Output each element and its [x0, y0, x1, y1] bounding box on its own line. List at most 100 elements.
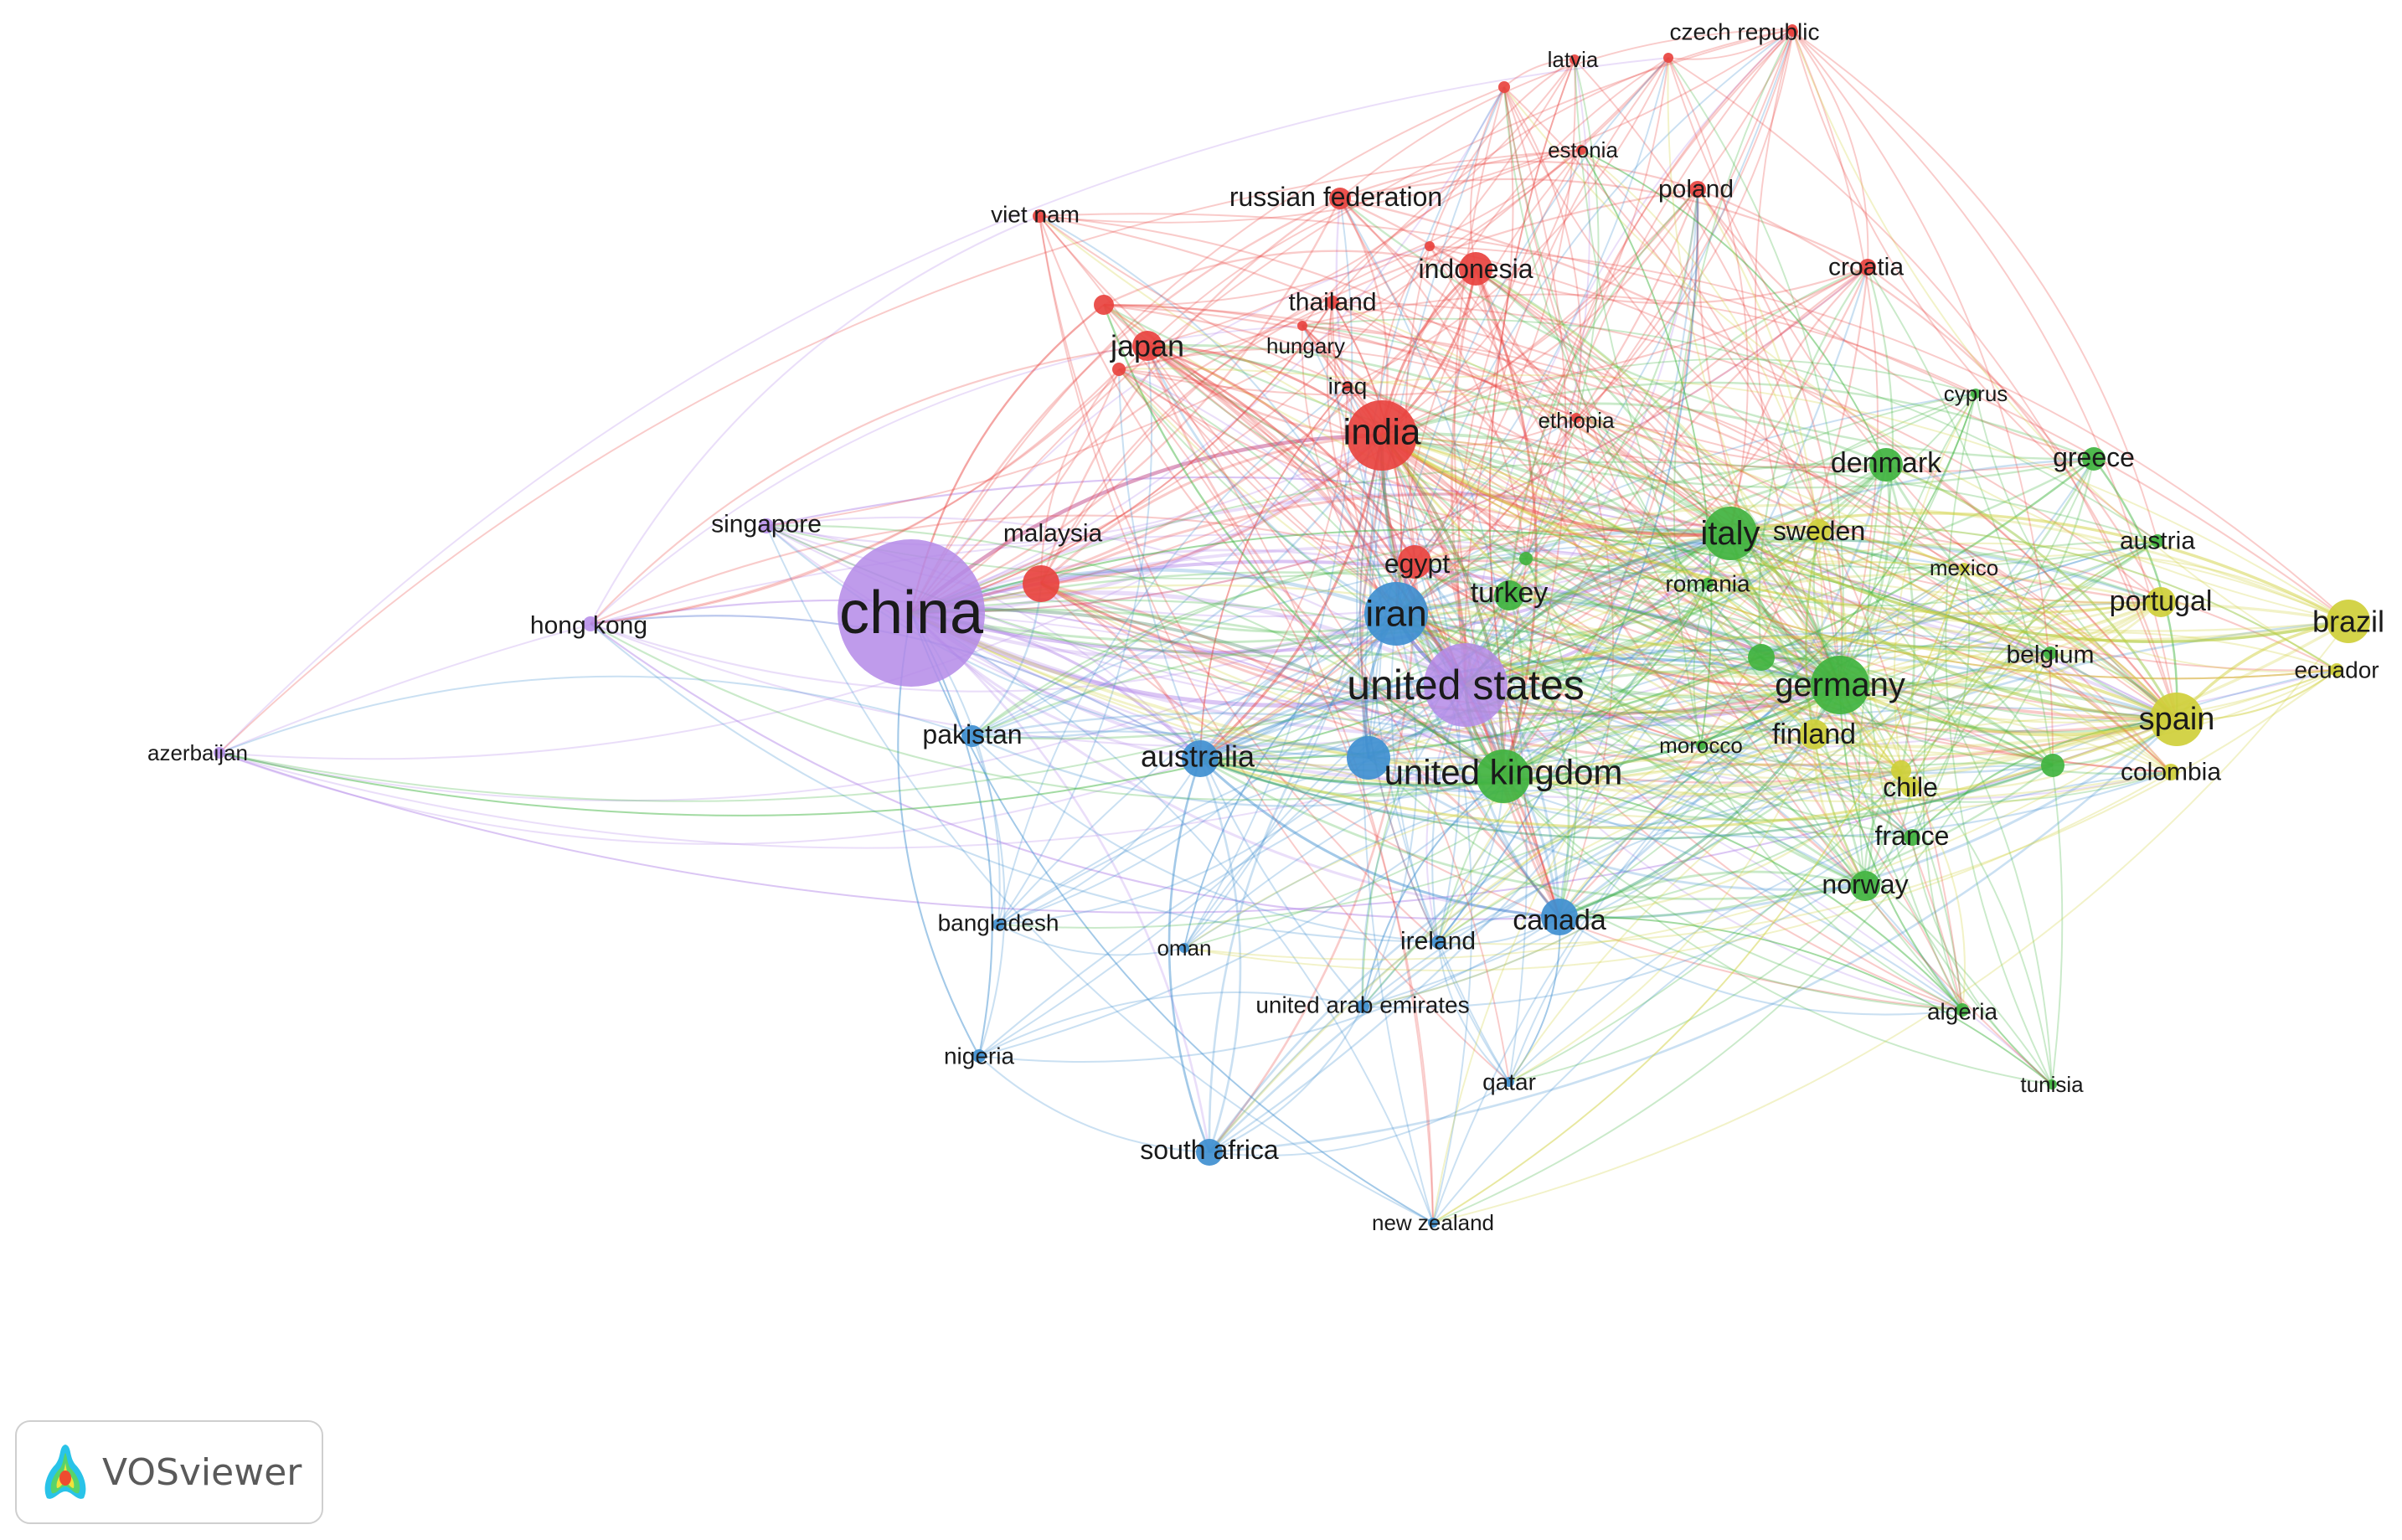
node-united-kingdom[interactable]: [1477, 749, 1530, 803]
network-link: [1381, 435, 2338, 680]
node-ethiopia[interactable]: [1571, 413, 1581, 423]
node-japan[interactable]: [1132, 331, 1162, 361]
node-oman[interactable]: [1179, 943, 1189, 953]
node-x0[interactable]: [1094, 295, 1114, 315]
network-link: [1414, 560, 1815, 736]
node-united-arab-emirates[interactable]: [1356, 1000, 1369, 1013]
node-cyprus[interactable]: [1971, 389, 1981, 399]
network-link: [1729, 532, 2178, 721]
node-x4[interactable]: [1663, 53, 1673, 63]
network-link: [2093, 458, 2178, 720]
label-turkey: turkey: [1471, 577, 1549, 609]
node-iraq[interactable]: [1343, 381, 1353, 391]
node-malaysia[interactable]: [1023, 565, 1059, 602]
network-link: [1199, 657, 1841, 760]
network-link: [1502, 266, 1869, 777]
node-nigeria[interactable]: [972, 1049, 986, 1063]
node-germany[interactable]: [1811, 656, 1869, 714]
node-belgium[interactable]: [2044, 646, 2057, 660]
node-united-states[interactable]: [1424, 643, 1508, 727]
node-norway[interactable]: [1850, 871, 1880, 901]
network-link: [1559, 652, 2051, 919]
network-link: [1380, 434, 1505, 777]
node-croatia[interactable]: [1859, 259, 1876, 276]
node-x6[interactable]: [1519, 552, 1533, 565]
network-link: [1339, 178, 1869, 268]
node-singapore[interactable]: [759, 518, 774, 533]
node-ecuador[interactable]: [2330, 663, 2343, 677]
node-pakistan[interactable]: [961, 725, 983, 747]
node-brazil[interactable]: [2327, 600, 2370, 643]
node-x9[interactable]: [1891, 760, 1911, 780]
node-iran[interactable]: [1364, 582, 1428, 646]
node-colombia[interactable]: [2162, 764, 2179, 780]
network-link: [978, 31, 1794, 1057]
node-ireland[interactable]: [1431, 935, 1445, 949]
network-link: [219, 435, 1383, 760]
label-denmark: denmark: [1831, 447, 1942, 479]
network-link: [1362, 188, 1699, 1007]
node-poland[interactable]: [1689, 181, 1706, 198]
network-link: [1729, 532, 2178, 721]
node-greece[interactable]: [2082, 447, 2106, 471]
node-romania[interactable]: [1702, 578, 1714, 590]
node-italy[interactable]: [1704, 507, 1757, 560]
node-india[interactable]: [1347, 400, 1417, 471]
network-link: [1707, 540, 2158, 607]
node-latvia[interactable]: [1570, 54, 1580, 64]
network-link: [1395, 538, 2162, 615]
node-south-africa[interactable]: [1196, 1139, 1223, 1166]
node-indonesia[interactable]: [1459, 252, 1492, 286]
network-link: [1575, 417, 1820, 532]
node-canada[interactable]: [1541, 899, 1578, 935]
node-bangladesh[interactable]: [992, 919, 1004, 930]
node-spain[interactable]: [2150, 693, 2204, 746]
node-hong-kong[interactable]: [583, 616, 598, 631]
network-link: [1339, 28, 1793, 199]
node-tunisia[interactable]: [2047, 1079, 2057, 1089]
node-x8[interactable]: [2041, 754, 2064, 777]
node-finland[interactable]: [1799, 719, 1829, 749]
node-qatar[interactable]: [1504, 1077, 1514, 1087]
node-denmark[interactable]: [1869, 448, 1903, 482]
network-link: [1414, 560, 1841, 688]
node-turkey[interactable]: [1494, 580, 1524, 610]
network-link: [219, 752, 1201, 845]
node-austria[interactable]: [2151, 534, 2164, 548]
node-portugal[interactable]: [2146, 587, 2176, 617]
node-x3[interactable]: [1498, 81, 1510, 93]
node-morocco[interactable]: [1696, 740, 1706, 750]
network-link: [1575, 417, 2178, 720]
node-azerbaijan[interactable]: [214, 747, 225, 759]
node-algeria[interactable]: [1956, 1003, 1969, 1017]
network-link: [1700, 393, 1977, 746]
node-x7[interactable]: [1748, 644, 1775, 671]
node-x10[interactable]: [1347, 736, 1390, 780]
node-russian-federation[interactable]: [1329, 188, 1351, 209]
node-x2[interactable]: [1425, 241, 1435, 251]
network-link: [1464, 532, 1731, 687]
node-france[interactable]: [1904, 829, 1920, 846]
node-australia[interactable]: [1182, 740, 1219, 777]
node-estonia[interactable]: [1576, 145, 1586, 155]
network-link: [1700, 722, 2054, 766]
network-link: [1437, 188, 1699, 943]
node-hungary[interactable]: [1297, 321, 1307, 331]
node-china[interactable]: [838, 539, 985, 687]
network-nodes: [214, 24, 2370, 1228]
node-thailand[interactable]: [1326, 296, 1339, 309]
network-link: [1368, 757, 1963, 1012]
node-new-zealand[interactable]: [1428, 1218, 1438, 1228]
node-egypt[interactable]: [1398, 545, 1431, 579]
network-link: [1395, 598, 1762, 659]
network-link: [1963, 567, 2172, 773]
node-chile[interactable]: [1900, 777, 1920, 797]
node-viet-nam[interactable]: [1033, 209, 1046, 223]
network-link: [1395, 613, 2053, 1085]
network-link: [1208, 733, 1815, 1153]
node-mexico[interactable]: [1959, 563, 1969, 573]
node-x5[interactable]: [1787, 24, 1797, 34]
node-sweden[interactable]: [1807, 519, 1831, 543]
node-x1[interactable]: [1112, 363, 1126, 376]
label-cyprus: cyprus: [1944, 381, 2008, 406]
